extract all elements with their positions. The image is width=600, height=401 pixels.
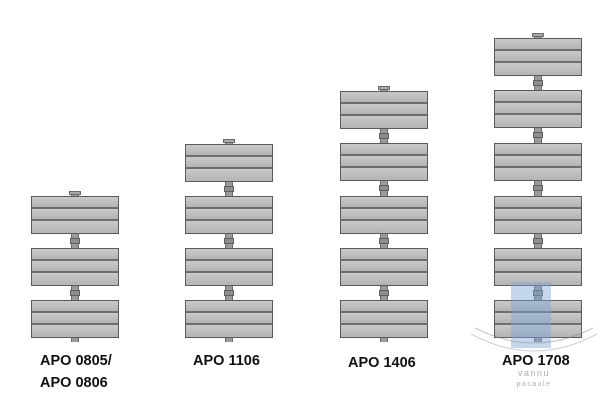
pipe-collar — [379, 133, 389, 139]
towel-bar-block — [494, 248, 582, 286]
towel-bar-block — [494, 143, 582, 181]
pipe-collar — [379, 185, 389, 191]
model-label-line: APO 1708 — [502, 353, 570, 369]
pipe-collar — [533, 238, 543, 244]
pipe-collar — [224, 186, 234, 192]
svg-text:pasaule: pasaule — [516, 381, 551, 388]
pipe-collar — [533, 132, 543, 138]
pipe-collar — [224, 290, 234, 296]
model-label-line: APO 1406 — [348, 355, 416, 371]
model-label-line: APO 1106 — [193, 353, 260, 369]
towel-bar-block — [340, 248, 428, 286]
model-label-apo-1406: APO 1406 — [348, 352, 416, 374]
pipe-collar — [224, 238, 234, 244]
towel-bar-block — [185, 144, 273, 182]
pipe-cap-top — [223, 139, 235, 143]
watermark-logo: vannu pasaule — [470, 282, 598, 388]
towel-bar-block — [494, 38, 582, 76]
towel-bar-block — [185, 300, 273, 338]
towel-bar-block — [340, 143, 428, 181]
model-label-apo-1106: APO 1106 — [193, 350, 260, 372]
model-label-line: APO 0806 — [40, 375, 108, 391]
towel-bar-block — [494, 90, 582, 128]
pipe-collar — [533, 185, 543, 191]
towel-bar-block — [494, 300, 582, 338]
pipe-collar — [533, 80, 543, 86]
towel-bar-block — [185, 248, 273, 286]
towel-bar-block — [31, 248, 119, 286]
towel-bar-block — [31, 300, 119, 338]
pipe-collar — [70, 238, 80, 244]
pipe-collar — [533, 290, 543, 296]
pipe-collar — [70, 290, 80, 296]
svg-text:vannu: vannu — [518, 368, 550, 378]
towel-bar-block — [340, 91, 428, 129]
pipe-collar — [379, 290, 389, 296]
model-label-apo-1708: APO 1708 — [502, 350, 570, 372]
towel-bar-block — [185, 196, 273, 234]
pipe-cap-top — [69, 191, 81, 195]
pipe-cap-top — [378, 86, 390, 90]
towel-bar-block — [340, 300, 428, 338]
pipe-cap-top — [532, 33, 544, 37]
model-label-line: APO 0805/ — [40, 353, 112, 369]
towel-bar-block — [31, 196, 119, 234]
model-label-apo-0805: APO 0805/ APO 0806 — [40, 350, 112, 394]
towel-bar-block — [494, 196, 582, 234]
pipe-collar — [379, 238, 389, 244]
towel-bar-block — [340, 196, 428, 234]
